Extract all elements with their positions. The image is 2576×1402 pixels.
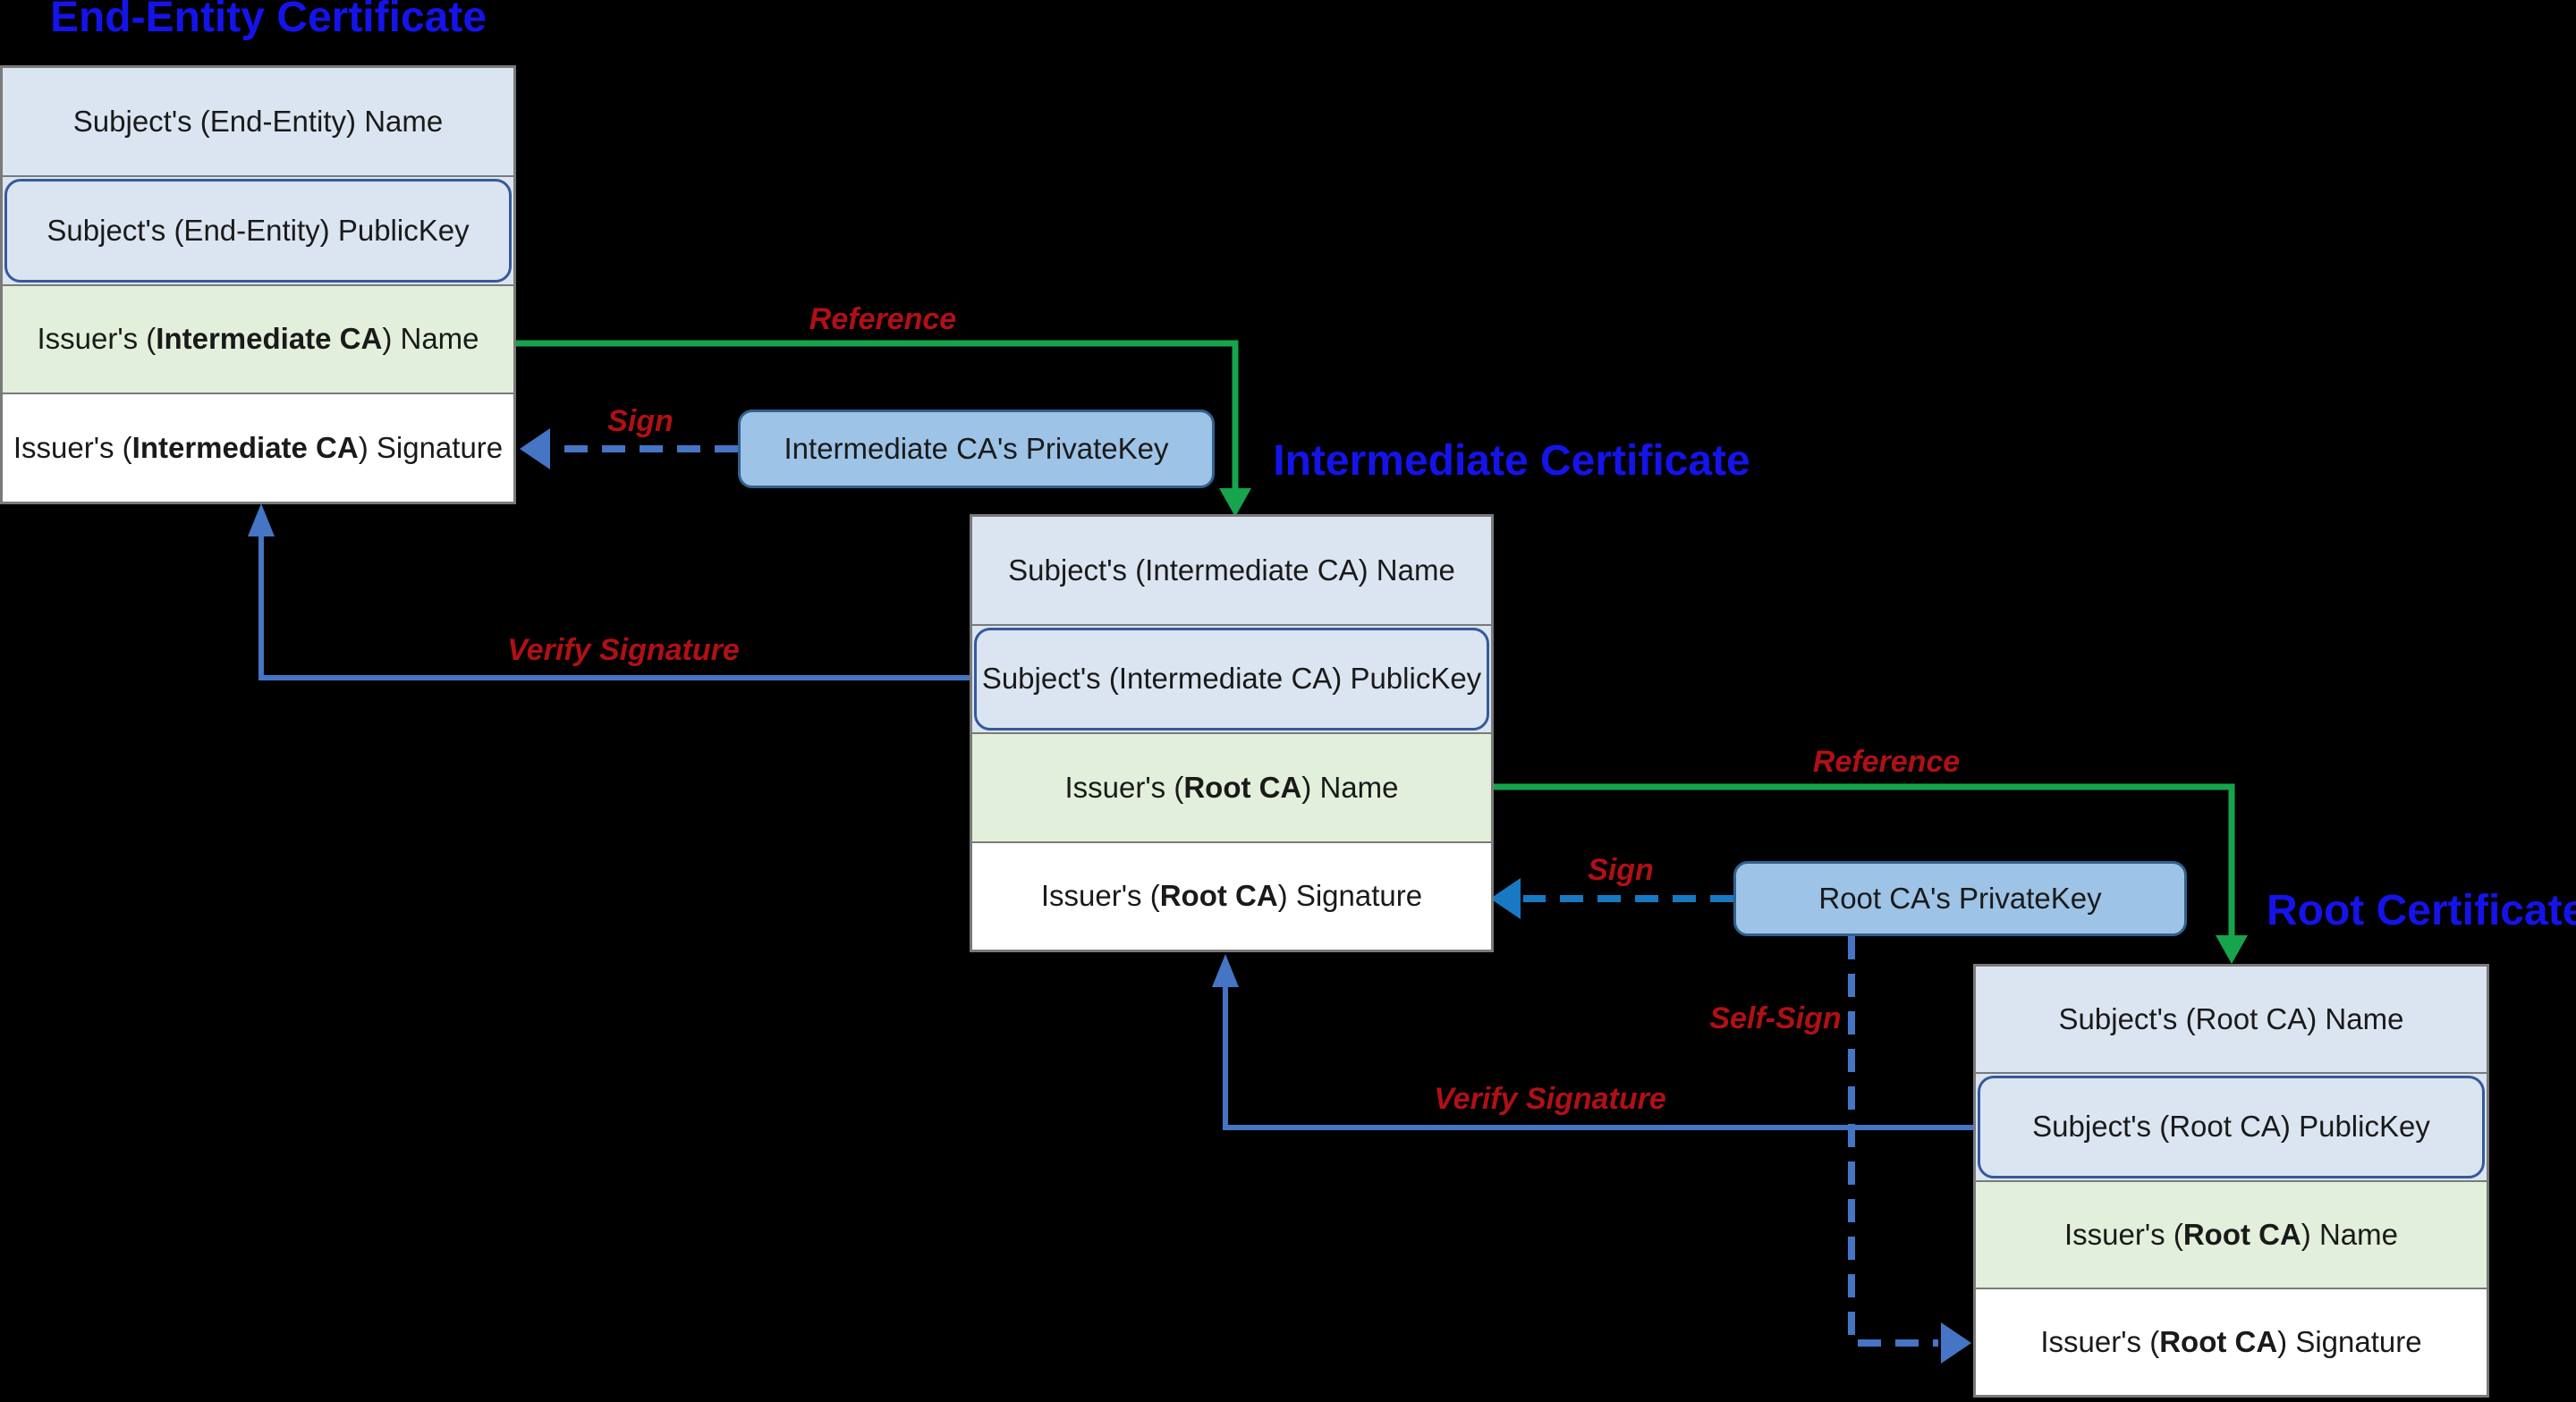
row-text: Issuer's (Intermediate CA) Name: [37, 322, 479, 356]
edge-label-sign-1: Sign: [607, 404, 674, 438]
edge-label-sign-2: Sign: [1588, 853, 1654, 887]
end-entity-certificate-title: End-Entity Certificate: [49, 0, 487, 41]
sign-arrow-2: [1490, 878, 1733, 919]
edge-label-reference-1: Reference: [809, 302, 957, 336]
end-entity-row-subject-name: Subject's (End-Entity) Name: [3, 68, 513, 175]
reference-arrow-1: [516, 340, 1251, 517]
edge-label-verify-signature-1: Verify Signature: [507, 633, 740, 667]
root-row-issuer-name: Issuer's (Root CA) Name: [1976, 1179, 2487, 1288]
intermediate-certificate-title: Intermediate Certificate: [1273, 437, 1750, 485]
publickey-frame: [4, 178, 512, 283]
row-text: Subject's (End-Entity) Name: [72, 104, 444, 138]
row-text: Issuer's (Root CA) Name: [2064, 1217, 2398, 1251]
key-label: Intermediate CA's PrivateKey: [784, 432, 1169, 465]
row-text: Issuer's (Intermediate CA) Signature: [13, 431, 504, 465]
row-text: Subject's (Intermediate CA) Name: [1008, 553, 1455, 587]
end-entity-row-subject-publickey: Subject's (End-Entity) PublicKey: [3, 174, 513, 284]
row-text: Subject's (Intermediate CA) PublicKey: [981, 662, 1482, 696]
key-label: Root CA's PrivateKey: [1818, 882, 2102, 915]
row-text: Issuer's (Root CA) Signature: [2040, 1324, 2422, 1358]
edge-label-reference-2: Reference: [1812, 745, 1961, 779]
root-row-subject-publickey: Subject's (Root CA) PublicKey: [1976, 1072, 2487, 1180]
root-certificate-title: Root Certificate: [2267, 887, 2576, 934]
root-row-issuer-signature: Issuer's (Root CA) Signature: [1976, 1287, 2487, 1395]
root-ca-private-key-box: Root CA's PrivateKey: [1733, 861, 2187, 936]
sign-arrow-1: [520, 428, 738, 469]
intermediate-certificate-box: Subject's (Intermediate CA) Name Subject…: [970, 514, 1494, 952]
self-sign-arrow: [1848, 936, 1971, 1364]
publickey-frame: [974, 627, 1489, 731]
intermediate-row-issuer-signature: Issuer's (Root CA) Signature: [972, 840, 1491, 950]
root-certificate-box: Subject's (Root CA) Name Subject's (Root…: [1973, 964, 2489, 1398]
root-row-subject-name: Subject's (Root CA) Name: [1976, 967, 2487, 1073]
row-text: Subject's (End-Entity) PublicKey: [47, 213, 470, 247]
edge-label-self-sign: Self-Sign: [1709, 1001, 1842, 1035]
intermediate-ca-private-key-box: Intermediate CA's PrivateKey: [738, 410, 1215, 488]
verify-signature-arrow-1: [248, 503, 970, 680]
publickey-frame: [1978, 1076, 2485, 1178]
end-entity-row-issuer-signature: Issuer's (Intermediate CA) Signature: [3, 393, 513, 502]
row-text: Subject's (Root CA) PublicKey: [2032, 1110, 2430, 1144]
intermediate-row-issuer-name: Issuer's (Root CA) Name: [972, 732, 1491, 841]
intermediate-row-subject-name: Subject's (Intermediate CA) Name: [972, 517, 1491, 624]
row-text: Subject's (Root CA) Name: [2058, 1002, 2404, 1036]
end-entity-certificate-box: Subject's (End-Entity) Name Subject's (E…: [0, 65, 516, 504]
end-entity-row-issuer-name: Issuer's (Intermediate CA) Name: [3, 283, 513, 393]
verify-signature-arrow-2: [1212, 954, 1973, 1130]
reference-arrow-2: [1494, 783, 2248, 964]
row-text: Issuer's (Root CA) Signature: [1040, 879, 1423, 913]
edge-label-verify-signature-2: Verify Signature: [1434, 1082, 1666, 1116]
intermediate-row-subject-publickey: Subject's (Intermediate CA) PublicKey: [972, 623, 1491, 732]
row-text: Issuer's (Root CA) Name: [1064, 770, 1399, 804]
